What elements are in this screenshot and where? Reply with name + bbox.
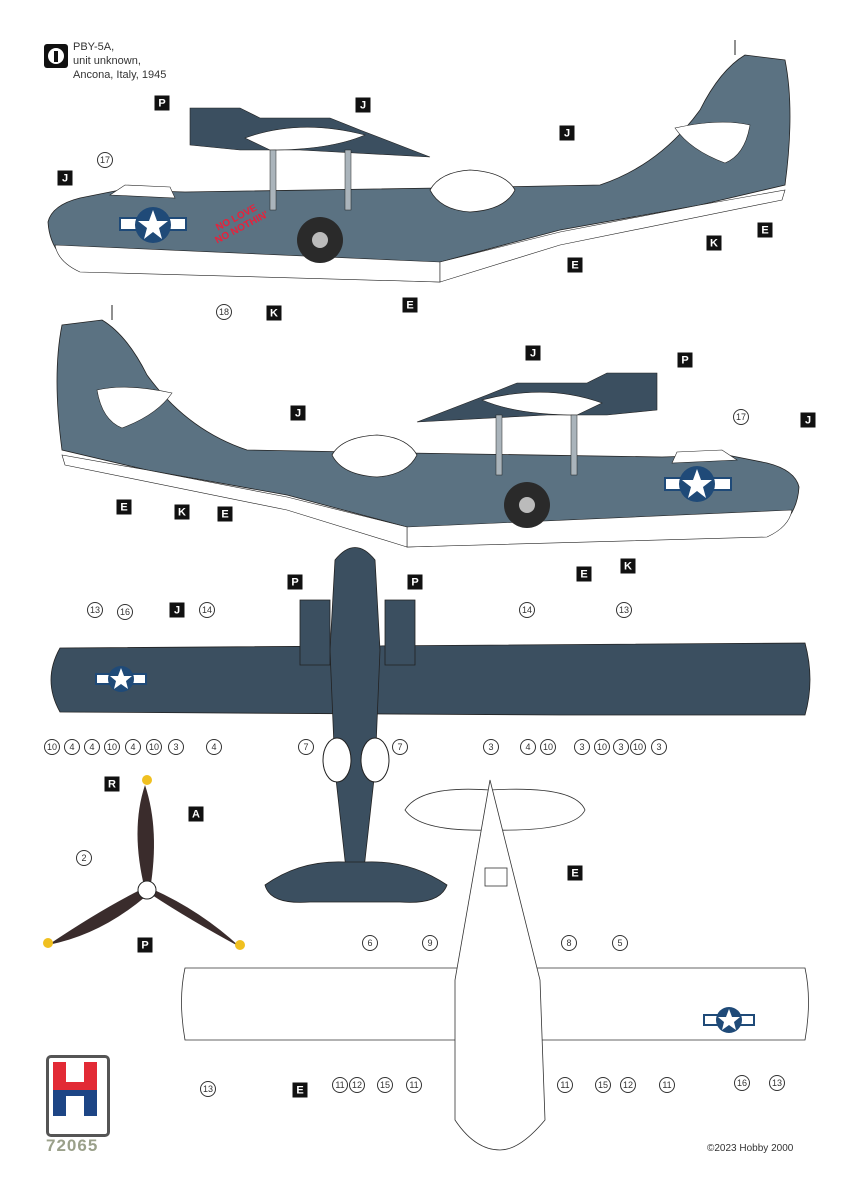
- color-callout: E: [567, 865, 583, 881]
- caption-line: unit unknown,: [73, 55, 141, 67]
- roundel-side-2: [664, 466, 732, 502]
- caption-line: Ancona, Italy, 1945: [73, 69, 167, 81]
- decal-callout: 4: [64, 739, 80, 755]
- decal-callout: 11: [659, 1077, 675, 1093]
- decal-callout: 4: [84, 739, 100, 755]
- decal-callout: 16: [117, 604, 133, 620]
- color-callout: J: [355, 97, 371, 113]
- decal-callout: 13: [616, 602, 632, 618]
- decal-callout: 5: [612, 935, 628, 951]
- decal-callout: 9: [422, 935, 438, 951]
- side-view-right: [56, 304, 800, 548]
- color-callout: P: [407, 574, 423, 590]
- decal-callout: 10: [104, 739, 120, 755]
- decal-callout: 11: [557, 1077, 573, 1093]
- color-callout: K: [174, 504, 190, 520]
- color-callout: J: [290, 405, 306, 421]
- decal-callout: 17: [733, 409, 749, 425]
- decal-callout: 10: [44, 739, 60, 755]
- decal-callout: 4: [206, 739, 222, 755]
- color-callout: E: [217, 506, 233, 522]
- color-callout: J: [800, 412, 816, 428]
- color-callout: K: [266, 305, 282, 321]
- decal-callout: 12: [349, 1077, 365, 1093]
- color-callout: J: [169, 602, 185, 618]
- bottom-view: [181, 779, 809, 1151]
- caption-line: PBY-5A,: [73, 41, 115, 53]
- decal-callout: 4: [520, 739, 536, 755]
- decal-callout: 15: [377, 1077, 393, 1093]
- decal-callout: 16: [734, 1075, 750, 1091]
- decal-callout: 14: [199, 602, 215, 618]
- decal-callout: 13: [769, 1075, 785, 1091]
- decal-callout: 15: [595, 1077, 611, 1093]
- color-callout: P: [677, 352, 693, 368]
- color-callout: K: [706, 235, 722, 251]
- color-callout: E: [757, 222, 773, 238]
- color-callout: E: [567, 257, 583, 273]
- scheme-number-badge: [44, 44, 68, 68]
- decal-callout: 18: [216, 304, 232, 320]
- decal-callout: 13: [200, 1081, 216, 1097]
- kit-number: 72065: [46, 1136, 99, 1155]
- propeller: [43, 775, 245, 950]
- color-callout: P: [137, 937, 153, 953]
- decal-callout: 7: [392, 739, 408, 755]
- decal-callout: 6: [362, 935, 378, 951]
- decal-callout: 14: [519, 602, 535, 618]
- top-view: [50, 547, 811, 903]
- decal-callout: 10: [594, 739, 610, 755]
- color-callout: R: [104, 776, 120, 792]
- color-callout: P: [287, 574, 303, 590]
- color-callout: K: [620, 558, 636, 574]
- side-view-left: [47, 39, 791, 283]
- decal-callout: 3: [613, 739, 629, 755]
- decal-callout: 10: [540, 739, 556, 755]
- color-callout: P: [154, 95, 170, 111]
- decal-callout: 17: [97, 152, 113, 168]
- decal-callout: 3: [574, 739, 590, 755]
- color-callout: J: [525, 345, 541, 361]
- decal-callout: 2: [76, 850, 92, 866]
- decal-callout: 13: [87, 602, 103, 618]
- color-callout: E: [292, 1082, 308, 1098]
- color-callout: A: [188, 806, 204, 822]
- decal-callout: 3: [651, 739, 667, 755]
- color-callout: J: [559, 125, 575, 141]
- decal-callout: 4: [125, 739, 141, 755]
- decal-callout: 8: [561, 935, 577, 951]
- color-callout: E: [402, 297, 418, 313]
- color-callout: E: [576, 566, 592, 582]
- color-callout: E: [116, 499, 132, 515]
- color-callout: J: [57, 170, 73, 186]
- decal-callout: 12: [620, 1077, 636, 1093]
- decal-callout: 3: [168, 739, 184, 755]
- copyright: ©2023 Hobby 2000: [707, 1143, 794, 1154]
- decal-callout: 7: [298, 739, 314, 755]
- decal-callout: 10: [630, 739, 646, 755]
- hobby-2000-logo: [46, 1055, 110, 1137]
- decal-callout: 10: [146, 739, 162, 755]
- decal-callout: 11: [332, 1077, 348, 1093]
- roundel-side-1: [119, 207, 187, 243]
- decal-callout: 11: [406, 1077, 422, 1093]
- scheme-caption: PBY-5A, unit unknown, Ancona, Italy, 194…: [73, 40, 166, 82]
- decal-callout: 3: [483, 739, 499, 755]
